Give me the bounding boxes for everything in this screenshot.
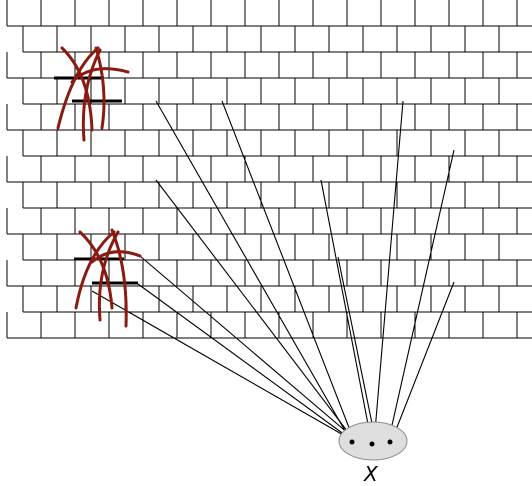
projection-ray: [156, 101, 352, 443]
point-label: X: [363, 462, 379, 486]
ray-endpoint-dot: [350, 440, 355, 445]
projection-rays: [92, 101, 454, 445]
ray-endpoint-dot: [370, 442, 375, 447]
projection-ray: [140, 256, 356, 440]
projection-ray: [388, 150, 454, 443]
ray-endpoint-dot: [388, 440, 393, 445]
brick-wall: [7, 0, 532, 338]
projection-ray: [222, 101, 355, 443]
focal-point-ellipse: [339, 422, 407, 460]
vine-stroke: [80, 232, 112, 308]
projection-ray: [392, 282, 454, 440]
projection-ray: [374, 101, 403, 443]
projection-ray: [138, 284, 356, 443]
projection-ray: [156, 180, 354, 440]
vine-stroke: [96, 48, 104, 128]
vine-stroke: [76, 232, 114, 308]
